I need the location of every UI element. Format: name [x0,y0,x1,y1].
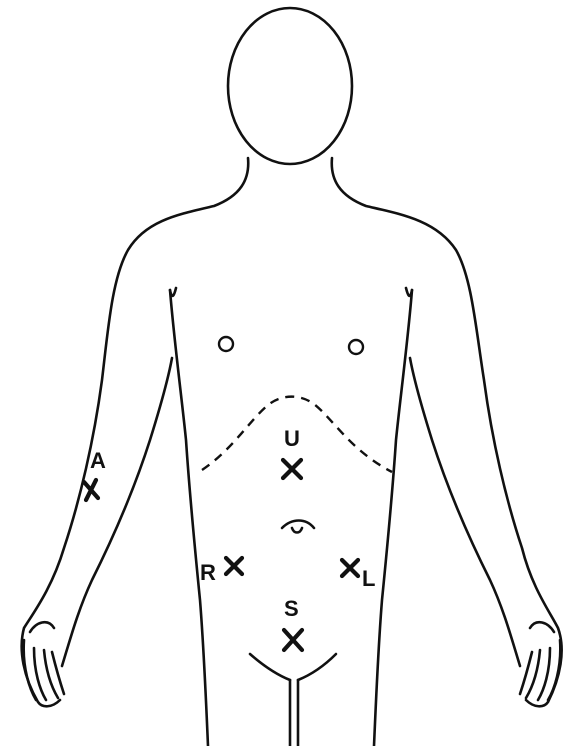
marker-x-s [284,630,302,650]
body-outline-right [332,158,562,706]
navel [282,521,314,529]
arm-inner-left [62,358,172,666]
armpit-left [170,288,176,296]
marker-label-r: R [200,560,216,585]
nipple-left [219,337,233,351]
marker-label-s: S [284,596,299,621]
groin-left [250,654,290,680]
navel-inner [292,528,302,533]
head [228,8,352,164]
marker-x-u [283,460,301,478]
hand-right [520,622,560,700]
torso-left [170,290,208,746]
marker-label-a: A [90,448,106,473]
torso-right [374,290,412,746]
groin-right [298,654,336,680]
marker-x-a [84,480,98,500]
nipple-right [349,340,363,354]
body-outline-left [22,158,249,706]
marker-label-u: U [284,426,300,451]
marker-x-r [226,558,242,574]
arm-inner-right [410,358,520,666]
hand-left [24,622,64,700]
marker-label-l: L [362,566,375,591]
marker-x-l [342,560,358,576]
armpit-right [406,288,412,296]
